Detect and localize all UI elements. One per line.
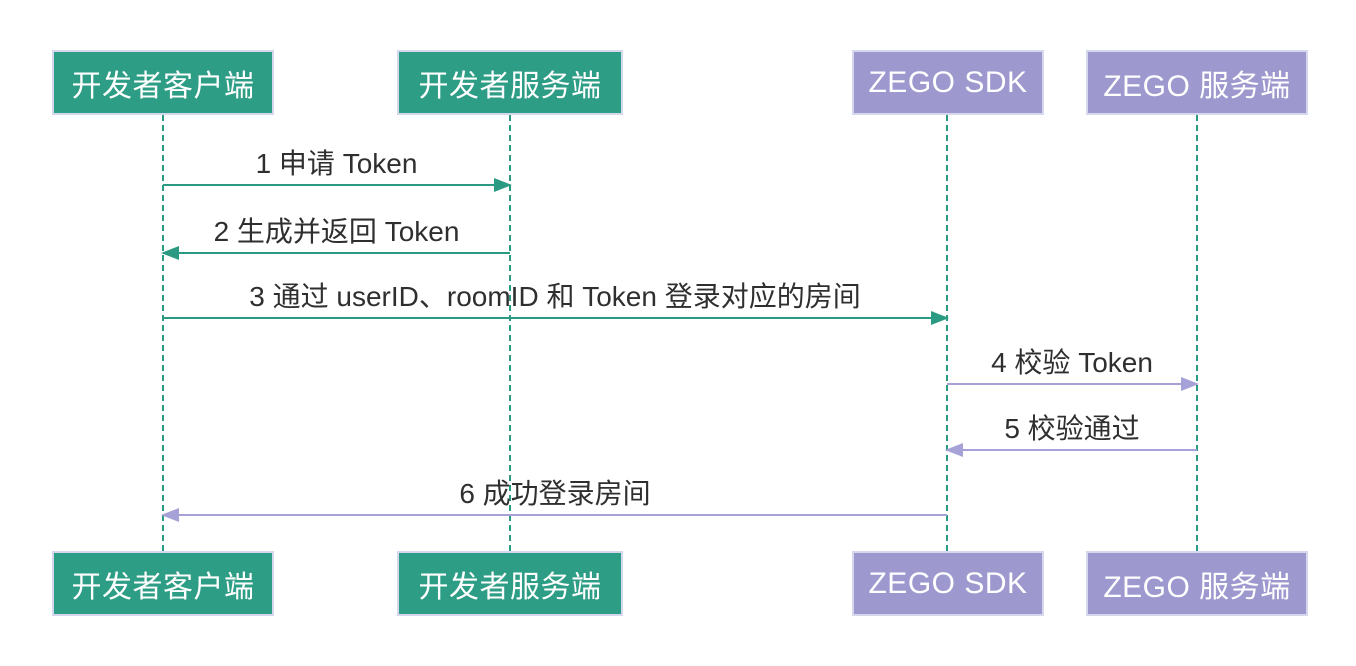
actor-zego-server-bottom: ZEGO 服务端 (1086, 551, 1308, 616)
message-5-label: 5 校验通过 (1004, 413, 1140, 444)
message-3-label: 3 通过 userID、roomID 和 Token 登录对应的房间 (249, 281, 861, 312)
actor-zego-sdk-bottom: ZEGO SDK (852, 551, 1044, 616)
arrowhead-left-icon (161, 508, 179, 522)
lifeline-dev-client (162, 115, 164, 551)
message-4-arrow (947, 377, 1199, 391)
actor-dev-client-bottom: 开发者客户端 (52, 551, 274, 616)
lifeline-zego-server (1196, 115, 1198, 551)
message-1-arrow (163, 178, 512, 192)
message-4-label: 4 校验 Token (991, 347, 1153, 378)
lifeline-zego-sdk (946, 115, 948, 551)
actor-dev-server-bottom: 开发者服务端 (397, 551, 623, 616)
arrowhead-left-icon (161, 246, 179, 260)
lifeline-dev-server (509, 115, 511, 551)
arrowhead-right-icon (1181, 377, 1199, 391)
message-2-label: 2 生成并返回 Token (213, 216, 460, 247)
message-2-arrow (161, 246, 510, 260)
message-6-arrow (161, 508, 947, 522)
actor-zego-sdk-top: ZEGO SDK (852, 50, 1044, 115)
arrowhead-left-icon (945, 443, 963, 457)
arrowhead-right-icon (494, 178, 512, 192)
message-5-arrow (945, 443, 1197, 457)
message-1-label: 1 申请 Token (255, 148, 418, 179)
actor-dev-client-top: 开发者客户端 (52, 50, 274, 115)
arrowhead-right-icon (931, 311, 949, 325)
message-3-arrow (163, 311, 949, 325)
message-6-label: 6 成功登录房间 (459, 478, 651, 509)
actor-zego-server-top: ZEGO 服务端 (1086, 50, 1308, 115)
actor-dev-server-top: 开发者服务端 (397, 50, 623, 115)
